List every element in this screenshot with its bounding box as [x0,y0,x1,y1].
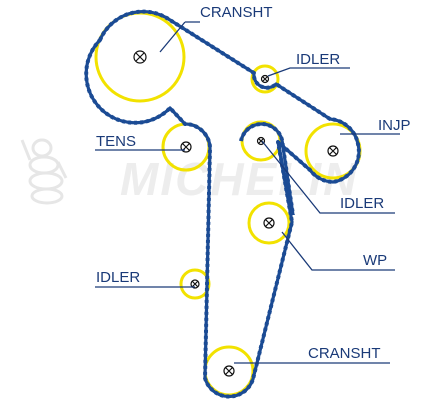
leader-crankshaft-top [159,21,200,53]
label-crankshaft-bottom: CRANSHT [308,345,381,362]
label-idler-top: IDLER [296,51,340,68]
labels: CRANSHT IDLER INJP TENS IDLER WP IDLER C… [96,4,411,362]
leader-idler-top [267,67,350,77]
label-injection-pump: INJP [378,117,411,134]
pulley-idler-top [250,64,280,94]
leader-idler-middle [261,140,395,214]
pulley-water-pump [247,201,291,245]
label-crankshaft-top: CRANSHT [200,4,273,21]
michelin-man-icon [20,138,68,205]
label-water-pump: WP [363,252,387,269]
leader-water-pump [281,231,395,271]
leader-lines [95,21,400,364]
label-tensioner: TENS [96,133,136,150]
timing-belt [84,9,361,399]
label-idler-lower: IDLER [96,269,140,286]
label-idler-middle: IDLER [340,195,384,212]
pulley-idler-lower [179,268,211,300]
